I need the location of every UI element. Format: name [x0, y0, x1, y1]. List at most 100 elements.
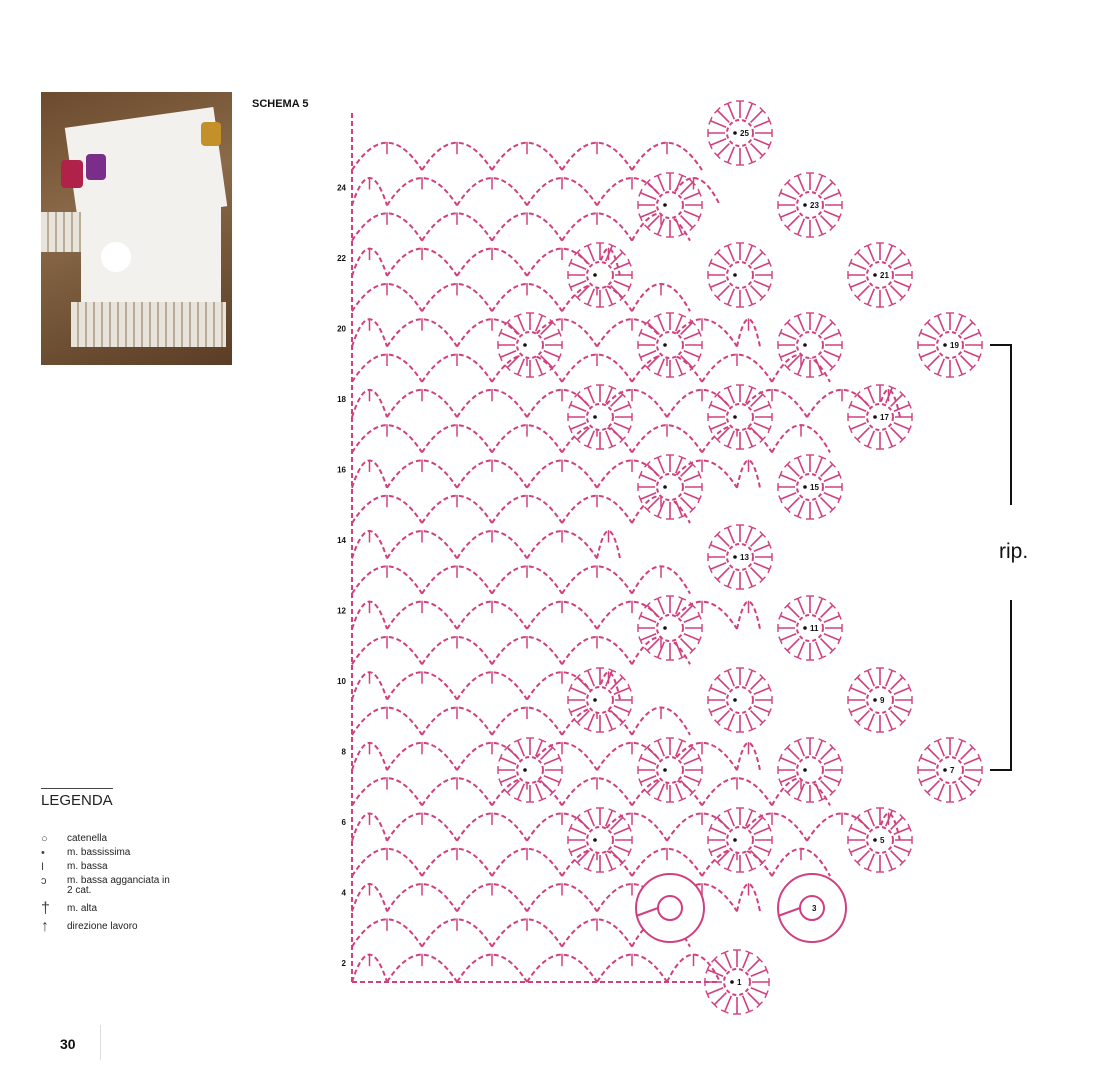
double-crochet-ray: [605, 245, 613, 262]
ray-tick: [619, 814, 626, 821]
double-crochet-ray: [823, 757, 840, 765]
chain-arc: [631, 424, 703, 454]
ray-tick: [899, 391, 906, 398]
double-crochet-ray: [657, 783, 665, 800]
slip-stitch-dot: [663, 768, 667, 772]
chain-arc: [701, 847, 773, 877]
ray-tick: [829, 461, 836, 468]
double-crochet-ray: [820, 638, 834, 652]
double-crochet-ray: [856, 393, 870, 407]
chain-arc: [526, 883, 598, 912]
ray-tick: [778, 470, 783, 479]
double-crochet-ray: [570, 705, 587, 713]
double-crochet-ray: [716, 533, 730, 547]
double-crochet-ray: [540, 746, 554, 760]
divider: [100, 1025, 101, 1060]
row-label: 24: [337, 184, 346, 193]
ray-tick: [678, 232, 687, 237]
ray-tick: [638, 611, 643, 620]
double-crochet-ray: [683, 492, 700, 500]
ray-tick: [924, 319, 931, 326]
ray-tick: [888, 444, 897, 449]
spiral-outer: [635, 873, 705, 943]
ray-tick: [888, 867, 897, 872]
double-crochet-ray: [856, 285, 870, 299]
double-crochet-ray: [640, 492, 657, 500]
chain-arc: [351, 283, 423, 312]
double-crochet-ray: [820, 780, 834, 794]
double-crochet-ray: [727, 810, 735, 827]
double-crochet-ray: [570, 687, 587, 695]
double-crochet-ray: [613, 687, 630, 695]
double-crochet-ray: [815, 218, 823, 235]
chain-arc: [386, 742, 458, 771]
double-crochet-ray: [576, 251, 590, 265]
double-crochet-ray: [850, 845, 867, 853]
ray-tick: [918, 328, 923, 337]
motif-ring: [723, 968, 751, 996]
ray-tick: [759, 152, 766, 159]
ray-tick: [708, 540, 713, 549]
double-crochet-ray: [683, 615, 700, 623]
double-crochet-ray: [753, 120, 770, 128]
double-crochet-ray: [713, 958, 727, 972]
ray-tick: [759, 249, 766, 256]
double-crochet-ray: [920, 775, 937, 783]
ray-tick: [784, 224, 791, 231]
double-crochet-ray: [867, 713, 875, 730]
double-crochet-ray: [640, 474, 657, 482]
slip-stitch-dot: [873, 838, 877, 842]
double-crochet-ray: [893, 422, 910, 430]
ray-tick: [756, 1001, 763, 1008]
legend-item: ↑direzione lavoro: [41, 918, 138, 935]
ray-tick: [818, 514, 827, 519]
motif-number: 21: [880, 271, 889, 280]
motif-ring: [796, 191, 824, 219]
ray-tick: [748, 808, 757, 813]
motif-number: 3: [812, 904, 817, 913]
double-crochet-ray: [500, 332, 517, 340]
ray-tick: [837, 328, 842, 337]
double-crochet-ray: [815, 783, 823, 800]
chain-arc: [526, 812, 598, 842]
ray-tick: [708, 848, 713, 857]
double-crochet-ray: [716, 816, 730, 830]
double-crochet-ray: [820, 604, 834, 618]
chain-arc: [491, 424, 563, 454]
motif-ring: [726, 686, 754, 714]
double-crochet-ray: [727, 527, 735, 544]
double-crochet-ray: [856, 676, 870, 690]
double-crochet-ray: [750, 109, 764, 123]
chain-arc: [526, 671, 598, 701]
double-crochet-ray: [823, 775, 840, 783]
chain-arc: [421, 494, 493, 524]
chain-arc: [596, 177, 668, 206]
legend-item: ○catenella: [41, 833, 108, 845]
ray-tick: [608, 668, 617, 673]
double-crochet-ray: [675, 457, 683, 474]
double-crochet-ray: [605, 670, 613, 687]
ray-tick: [574, 814, 581, 821]
ray-tick: [977, 753, 982, 762]
ray-tick: [708, 283, 713, 292]
double-crochet-ray: [710, 544, 727, 552]
ray-tick: [969, 789, 976, 796]
chain-arc: [351, 636, 423, 665]
ray-tick: [958, 372, 967, 377]
ray-tick: [708, 708, 713, 717]
double-crochet-ray: [780, 332, 797, 340]
double-crochet-ray: [867, 853, 875, 870]
double-crochet-ray: [587, 713, 595, 730]
double-crochet-ray: [815, 175, 823, 192]
double-crochet-ray: [613, 280, 630, 288]
ray-tick: [837, 470, 842, 479]
double-crochet-ray: [535, 783, 543, 800]
double-crochet-ray: [570, 404, 587, 412]
double-crochet-ray: [680, 321, 694, 335]
double-crochet-ray: [710, 262, 727, 270]
double-crochet-ray: [587, 387, 595, 404]
ray-tick: [714, 719, 721, 726]
ray-tick: [848, 823, 853, 832]
double-crochet-ray: [780, 615, 797, 623]
